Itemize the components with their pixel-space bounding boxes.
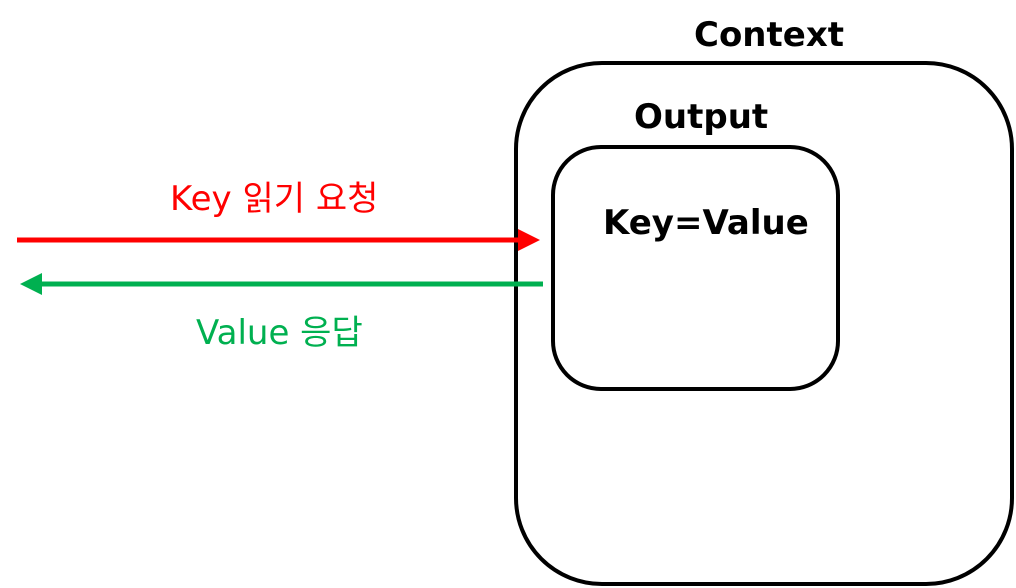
request-label: Key 읽기 요청 <box>170 179 379 219</box>
context-box <box>514 61 1014 586</box>
key-value-text: Key=Value <box>603 203 809 243</box>
context-label: Context <box>694 15 845 55</box>
response-label: Value 응답 <box>196 313 363 353</box>
output-label: Output <box>634 97 769 137</box>
request-arrow <box>17 229 540 251</box>
response-arrow <box>20 273 543 295</box>
output-box <box>551 145 840 391</box>
